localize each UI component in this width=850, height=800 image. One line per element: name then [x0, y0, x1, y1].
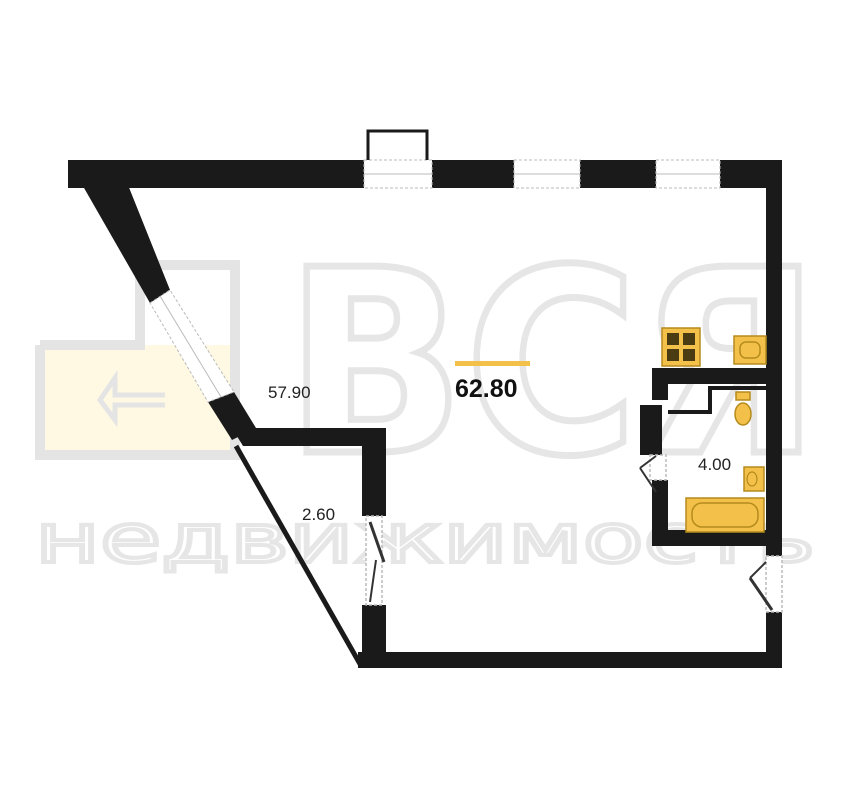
wall-bath-inner — [668, 386, 770, 414]
kitchen-sink-icon — [733, 335, 767, 365]
windows — [149, 129, 721, 403]
wall-top-2 — [432, 160, 514, 188]
wall-balcony-slanted — [233, 444, 363, 666]
toilet-icon — [734, 391, 752, 426]
bathroom-sink-icon — [743, 466, 765, 492]
wall-bath-stub — [640, 405, 662, 455]
wall-balcony-vertical-lower — [362, 605, 386, 655]
window-top-3 — [655, 159, 721, 189]
wall-bath-left — [652, 368, 668, 400]
wall-bath-top — [652, 368, 782, 384]
wall-right-lower — [766, 612, 782, 668]
wall-top-3 — [580, 160, 656, 188]
fixtures — [661, 327, 767, 533]
room-area-balcony: 2.60 — [302, 505, 335, 524]
wall-right-upper — [766, 160, 782, 556]
walls — [68, 160, 782, 668]
wall-bottom — [358, 652, 782, 668]
door-balcony — [365, 515, 386, 606]
window-top-1 — [363, 129, 433, 189]
window-top-2 — [513, 159, 581, 189]
door-bathroom — [639, 454, 667, 493]
stove-icon — [661, 327, 701, 367]
total-area: 62.80 — [455, 375, 518, 403]
total-area-accent-bar — [455, 361, 530, 366]
room-area-bathroom: 4.00 — [698, 455, 731, 474]
doors — [365, 454, 783, 613]
door-entrance — [748, 555, 783, 613]
wall-bath-left-lower — [652, 480, 668, 546]
wall-balcony-top — [232, 428, 386, 446]
window-slanted — [149, 289, 235, 403]
room-area-main: 57.90 — [268, 383, 311, 402]
bathtub-icon — [685, 497, 765, 533]
wall-left-slanted-upper — [68, 160, 170, 303]
wall-bath-bottom — [652, 530, 782, 546]
wall-balcony-vertical — [362, 428, 386, 516]
